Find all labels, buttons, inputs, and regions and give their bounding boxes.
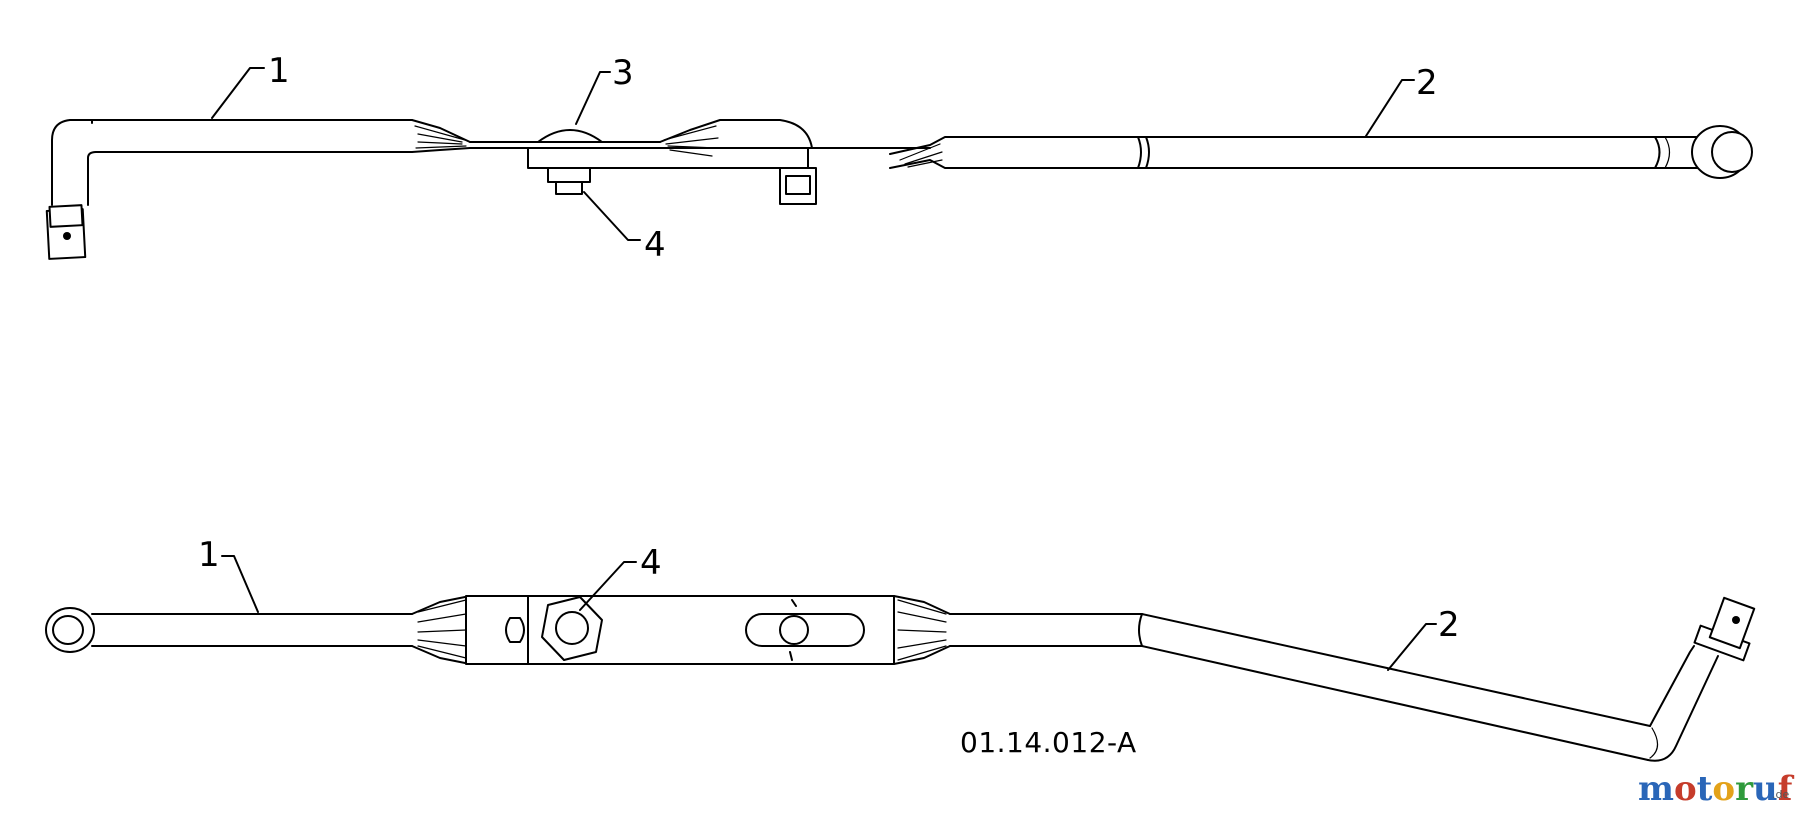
top-callout-4: 4 xyxy=(644,225,666,265)
top-center-plate xyxy=(469,129,817,205)
logo-letter: m xyxy=(1638,769,1674,809)
top-view-assembly: 1 2 3 4 xyxy=(45,51,1753,265)
top-part-2-rod xyxy=(889,125,1753,179)
bottom-leader-1 xyxy=(221,555,259,613)
logo-letter: o xyxy=(1712,769,1735,809)
top-crimp-left xyxy=(411,119,471,153)
logo-letter: o xyxy=(1674,769,1697,809)
logo-wordmark: motoruf xyxy=(1638,769,1795,809)
bottom-crimp-left xyxy=(411,595,471,665)
top-callout-3: 3 xyxy=(612,53,634,93)
logo-letter: t xyxy=(1697,769,1713,809)
bottom-callout-2: 2 xyxy=(1438,605,1460,645)
bottom-view-assembly: 1 2 4 xyxy=(45,535,1756,762)
logo-letter: r xyxy=(1735,769,1754,809)
motoruf-logo: motoruf .de xyxy=(1638,769,1795,809)
bottom-callout-4: 4 xyxy=(640,543,662,583)
top-callout-1: 1 xyxy=(268,51,290,91)
drawing-number: 01.14.012-A xyxy=(960,726,1137,759)
top-leader-1 xyxy=(211,67,265,119)
bottom-part-1-rod xyxy=(45,607,413,653)
bottom-leader-4 xyxy=(579,561,637,611)
logo-letter: f xyxy=(1778,769,1795,809)
top-callout-2: 2 xyxy=(1416,63,1438,103)
top-part-1-rod xyxy=(45,119,413,260)
top-crimp-right xyxy=(659,119,931,157)
logo-suffix: .de xyxy=(1772,788,1789,801)
logo-letter: u xyxy=(1753,769,1778,809)
bottom-callout-1: 1 xyxy=(198,535,220,575)
bottom-part-2-rod xyxy=(949,596,1756,762)
top-leader-3 xyxy=(575,71,611,125)
bottom-center-plate xyxy=(465,595,895,665)
bottom-leader-2 xyxy=(1387,623,1437,671)
bottom-crimp-right xyxy=(893,595,951,665)
top-leader-4 xyxy=(583,191,641,241)
top-leader-2 xyxy=(1365,79,1415,137)
